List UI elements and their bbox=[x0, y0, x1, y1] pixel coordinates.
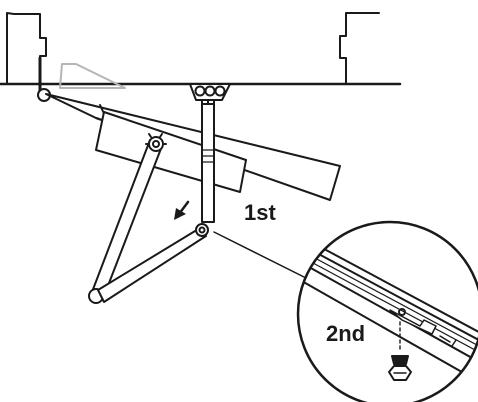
arrow-icon bbox=[174, 200, 190, 220]
detail-magnifier bbox=[296, 220, 478, 402]
door-frame bbox=[0, 12, 402, 86]
ghost-arm-outline bbox=[59, 63, 126, 89]
forearm bbox=[97, 223, 209, 303]
screw-icon bbox=[388, 321, 412, 381]
callout-leader bbox=[213, 231, 319, 285]
ceiling-bracket bbox=[189, 83, 231, 111]
slide-rod bbox=[201, 103, 215, 223]
step-label-first: 1st bbox=[244, 200, 276, 225]
step-label-second: 2nd bbox=[326, 321, 366, 346]
